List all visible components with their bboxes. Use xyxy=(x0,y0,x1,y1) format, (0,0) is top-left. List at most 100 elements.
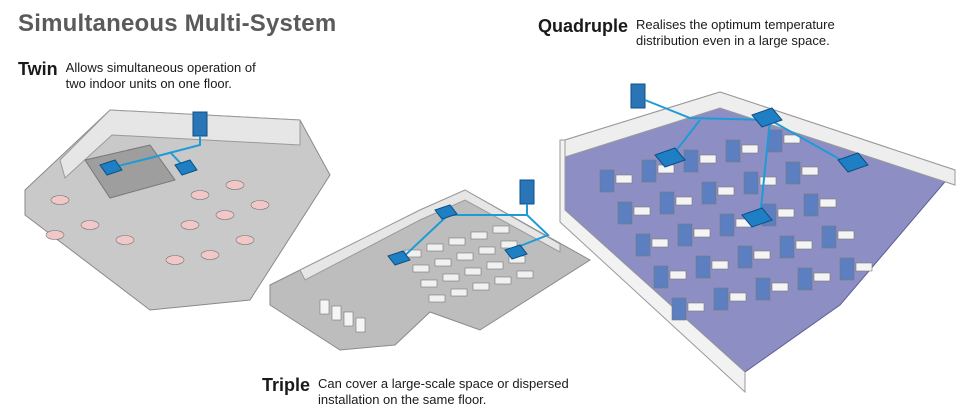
desk xyxy=(699,154,717,164)
desk xyxy=(675,196,693,206)
twin-refrigerant-pipe xyxy=(109,136,201,169)
partition xyxy=(755,277,771,301)
partition xyxy=(725,139,741,163)
cabinet xyxy=(331,305,342,321)
desk xyxy=(472,282,490,291)
table xyxy=(80,220,100,230)
partition xyxy=(617,201,633,225)
desk xyxy=(771,282,789,292)
partition xyxy=(767,129,783,153)
page-title: Simultaneous Multi-System xyxy=(18,10,337,37)
table xyxy=(165,255,185,265)
desk xyxy=(753,250,771,260)
desk xyxy=(478,246,496,255)
partition xyxy=(641,159,657,183)
desk xyxy=(783,134,801,144)
table xyxy=(215,210,235,220)
triple-indoor-unit-1 xyxy=(434,204,458,220)
desk xyxy=(420,279,438,288)
partition xyxy=(797,267,813,291)
partition xyxy=(785,161,801,185)
desk xyxy=(717,186,735,196)
quadruple-indoor-unit-1 xyxy=(751,107,783,128)
desk xyxy=(450,288,468,297)
twin-illustration xyxy=(24,109,331,311)
triple-label: Triple xyxy=(262,375,311,395)
partition xyxy=(677,223,693,247)
desk xyxy=(426,243,444,252)
table xyxy=(190,190,210,200)
desk xyxy=(801,166,819,176)
desk xyxy=(464,267,482,276)
quadruple-description: Realises the optimum temperature distrib… xyxy=(636,17,835,49)
table xyxy=(180,220,200,230)
triple-desks xyxy=(319,225,534,333)
desk xyxy=(813,272,831,282)
desk xyxy=(633,206,651,216)
desk xyxy=(492,225,510,234)
triple-indoor-unit-3 xyxy=(504,244,528,260)
table xyxy=(50,195,70,205)
desk xyxy=(494,276,512,285)
triple-back-wall xyxy=(299,189,561,281)
partition xyxy=(779,235,795,259)
cabinet xyxy=(355,317,366,333)
triple-caption: Triple Can cover a large-scale space or … xyxy=(262,376,569,408)
partition xyxy=(719,213,735,237)
cabinet xyxy=(343,311,354,327)
twin-outdoor-unit xyxy=(192,111,208,137)
desk xyxy=(837,230,855,240)
table xyxy=(250,200,270,210)
partition xyxy=(599,169,615,193)
twin-caption: Twin Allows simultaneous operation of tw… xyxy=(18,60,256,92)
twin-back-wall xyxy=(59,109,301,179)
quadruple-indoor-unit-4 xyxy=(741,207,773,228)
twin-indoor-unit-1 xyxy=(99,159,123,176)
partition xyxy=(737,245,753,269)
table xyxy=(225,180,245,190)
twin-indoor-unit-2 xyxy=(174,159,198,176)
desk xyxy=(855,262,873,272)
partition xyxy=(839,257,855,281)
desk xyxy=(687,302,705,312)
desk xyxy=(516,270,534,279)
quadruple-outdoor-unit xyxy=(630,83,646,109)
triple-description: Can cover a large-scale space or dispers… xyxy=(318,376,569,408)
desk xyxy=(434,258,452,267)
table xyxy=(200,250,220,260)
desk xyxy=(819,198,837,208)
triple-description-line-1: Can cover a large-scale space or dispers… xyxy=(318,376,569,391)
desk xyxy=(741,144,759,154)
partition xyxy=(683,149,699,173)
desk xyxy=(693,228,711,238)
partition xyxy=(635,233,651,257)
table xyxy=(235,235,255,245)
partition xyxy=(743,171,759,195)
quadruple-illustration xyxy=(559,83,956,394)
desk xyxy=(486,261,504,270)
quadruple-label: Quadruple xyxy=(538,16,629,36)
partition xyxy=(695,255,711,279)
partition xyxy=(701,181,717,205)
quadruple-side-wall xyxy=(559,139,746,394)
quadruple-indoor-unit-2 xyxy=(654,147,686,168)
desk xyxy=(651,238,669,248)
desk xyxy=(448,237,466,246)
twin-description: Allows simultaneous operation of two ind… xyxy=(66,60,256,92)
triple-description-line-2: installation on the same floor. xyxy=(318,392,487,407)
triple-illustration xyxy=(269,179,591,351)
quadruple-refrigerant-pipe-branch-2 xyxy=(759,119,771,219)
twin-label: Twin xyxy=(18,59,58,79)
desk xyxy=(777,208,795,218)
quadruple-partitions xyxy=(599,129,873,321)
desk xyxy=(759,176,777,186)
twin-tables xyxy=(45,180,270,265)
triple-indoor-unit-2 xyxy=(387,250,411,266)
table xyxy=(45,230,65,240)
twin-description-line-1: Allows simultaneous operation of xyxy=(65,60,256,75)
triple-refrigerant-pipe xyxy=(509,204,550,251)
triple-outdoor-unit xyxy=(519,179,535,205)
desk xyxy=(428,294,446,303)
partition xyxy=(803,193,819,217)
